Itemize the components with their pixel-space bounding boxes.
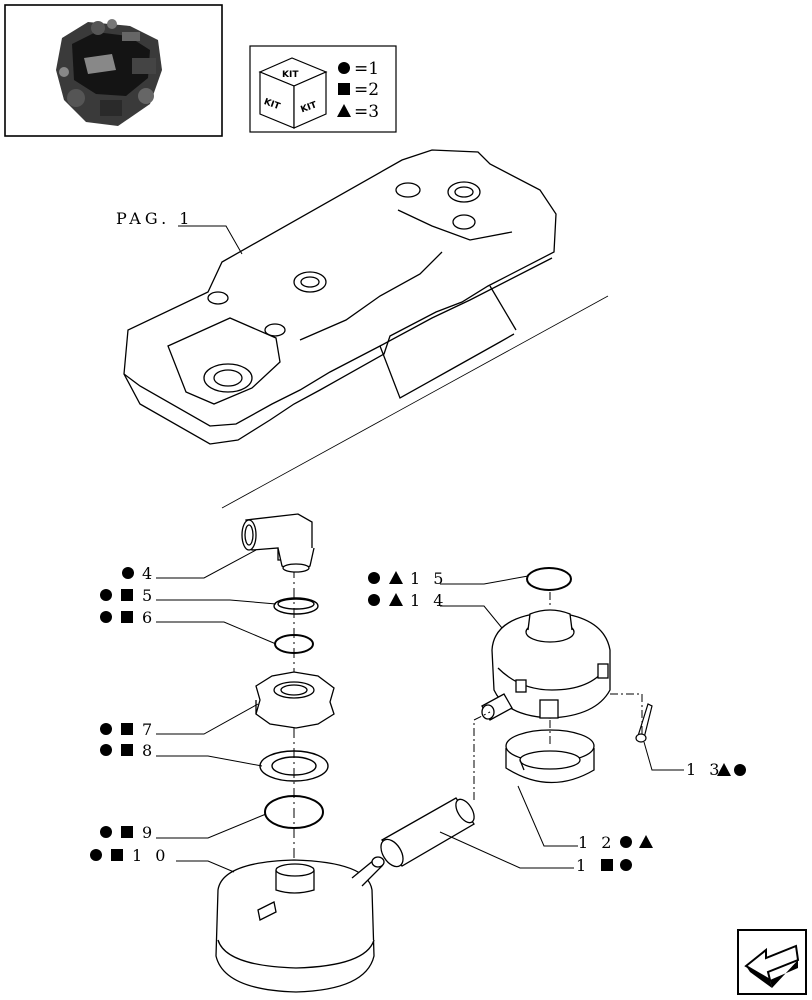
callout-5[interactable]: 5 xyxy=(100,586,277,605)
part-13-bolt[interactable] xyxy=(635,703,653,743)
part-7-nut[interactable] xyxy=(255,671,335,729)
callout-14-number: 1 4 xyxy=(410,591,447,610)
part-14-valve-housing[interactable] xyxy=(481,609,611,721)
callout-13-number: 1 3 xyxy=(686,760,723,779)
callout-5-number: 5 xyxy=(142,586,156,605)
part-12-cup[interactable] xyxy=(505,729,595,784)
previous-page-button[interactable] xyxy=(737,929,807,995)
part-15-seal[interactable] xyxy=(526,567,572,591)
part-10-breather-body[interactable] xyxy=(215,856,385,993)
engine-thumbnail[interactable] xyxy=(4,4,223,137)
part-11-hose[interactable] xyxy=(376,796,477,870)
valve-cover xyxy=(123,149,557,445)
kit-legend: KIT KIT KIT =1 =2 =3 xyxy=(249,45,397,133)
callout-6-number: 6 xyxy=(142,608,156,627)
part-5-seal[interactable] xyxy=(273,597,319,615)
legend-circle-text: =1 xyxy=(354,59,379,79)
callout-15[interactable]: 1 5 xyxy=(368,569,529,588)
callout-8-number: 8 xyxy=(142,741,156,760)
callout-9-number: 9 xyxy=(142,823,156,842)
callout-12[interactable]: 1 2 xyxy=(517,785,653,852)
kit-label-top: KIT xyxy=(282,70,299,80)
callout-14[interactable]: 1 4 xyxy=(368,591,503,629)
page-reference[interactable]: PAG. 1 xyxy=(116,209,193,228)
part-4-elbow[interactable] xyxy=(241,513,315,573)
engine-icon xyxy=(56,19,162,126)
callout-10-number: 1 0 xyxy=(132,846,169,865)
callout-8[interactable]: 8 xyxy=(100,741,263,767)
back-arrow-icon xyxy=(744,944,800,988)
callout-11[interactable]: 1 1 xyxy=(439,831,632,875)
callout-13[interactable]: 1 3 xyxy=(643,741,746,779)
legend-square-text: =2 xyxy=(354,80,379,100)
legend-triangle-text: =3 xyxy=(354,102,379,122)
callout-6[interactable]: 6 xyxy=(100,608,277,645)
kit-cube-icon: KIT KIT KIT xyxy=(258,57,328,129)
callout-15-number: 1 5 xyxy=(410,569,447,588)
callout-4[interactable]: 4 xyxy=(122,549,257,583)
callout-7-number: 7 xyxy=(142,720,156,739)
part-9-o-ring[interactable] xyxy=(264,795,324,829)
callout-12-number: 1 2 xyxy=(578,833,615,852)
callout-4-number: 4 xyxy=(142,564,156,583)
callout-9[interactable]: 9 xyxy=(100,813,267,842)
callout-10[interactable]: 1 0 xyxy=(90,846,235,873)
callout-7[interactable]: 7 xyxy=(100,703,259,739)
